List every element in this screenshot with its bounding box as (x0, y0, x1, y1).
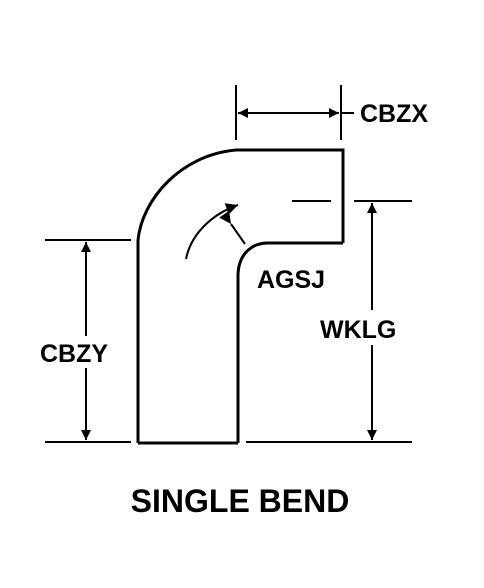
tube-outer-edge (136, 148, 345, 443)
bent-tube-outline (136, 148, 345, 445)
cbzx-dimension (235, 85, 354, 140)
agsj-radius-indicator (185, 203, 246, 260)
cbzy-dimension (45, 239, 131, 443)
tube-inner-edge (236, 241, 343, 443)
wklg-label: WKLG (320, 316, 396, 344)
wklg-dimension (246, 200, 412, 443)
diagram-caption: SINGLE BEND (131, 483, 350, 519)
agsj-leader (219, 210, 246, 245)
cbzy-label: CBZY (40, 340, 108, 368)
agsj-arc (185, 203, 239, 260)
agsj-label: AGSJ (257, 266, 325, 294)
cbzx-label: CBZX (360, 100, 428, 128)
